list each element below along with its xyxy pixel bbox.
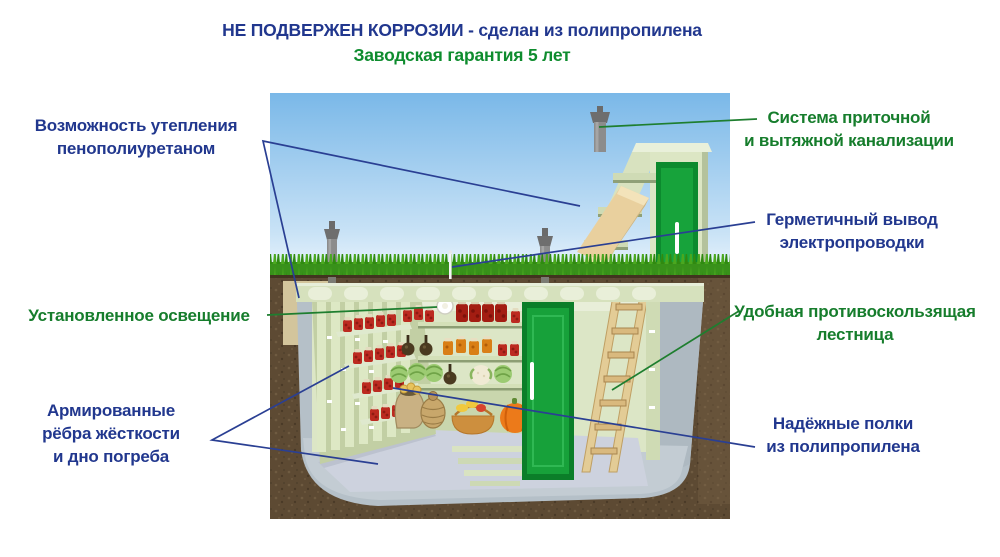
soil-light-streak	[698, 278, 730, 504]
leader-wiring	[451, 221, 756, 268]
title-line-1: НЕ ПОДВЕРЖЕН КОРРОЗИИ - сделан из полипр…	[222, 20, 702, 40]
grass	[270, 254, 730, 280]
leader-insulation	[261, 139, 581, 299]
title-line-2: Заводская гарантия 5 лет	[353, 45, 571, 65]
callout-lighting: Установленное освещение	[28, 306, 250, 325]
callout-shelves: Надёжные полки из полипропилена	[766, 414, 920, 456]
floor-goods	[394, 382, 530, 435]
cellar-lid	[296, 283, 704, 302]
wall-shelves	[389, 300, 524, 391]
callout-insulation: Возможность утепления пенополиуретаном	[34, 116, 238, 158]
callout-wiring: Герметичный вывод электропроводки	[766, 210, 938, 252]
vent-pipe-top-icon	[590, 106, 610, 152]
right-wall-strip	[646, 302, 660, 460]
leader-ventilation	[598, 118, 758, 128]
green-door	[522, 302, 574, 480]
callout-ladder: Удобная противоскользящая лестница	[734, 302, 976, 344]
callout-ventilation: Система приточной и вытяжной канализации	[744, 108, 954, 150]
leader-ladder	[611, 310, 740, 391]
shell-right-slope	[655, 302, 703, 480]
wiring-conduit	[448, 250, 453, 279]
leader-ribs	[209, 365, 379, 465]
page-title: НЕ ПОДВЕРЖЕН КОРРОЗИИ - сделан из полипр…	[0, 18, 924, 68]
leader-lines	[209, 118, 758, 465]
leader-shelves	[392, 387, 756, 448]
cellar-body	[296, 283, 704, 506]
ladder	[581, 289, 650, 473]
leader-lighting	[266, 306, 438, 316]
callout-ribs: Армированные рёбра жёсткости и дно погре…	[42, 401, 180, 466]
pit-steps	[452, 446, 526, 486]
